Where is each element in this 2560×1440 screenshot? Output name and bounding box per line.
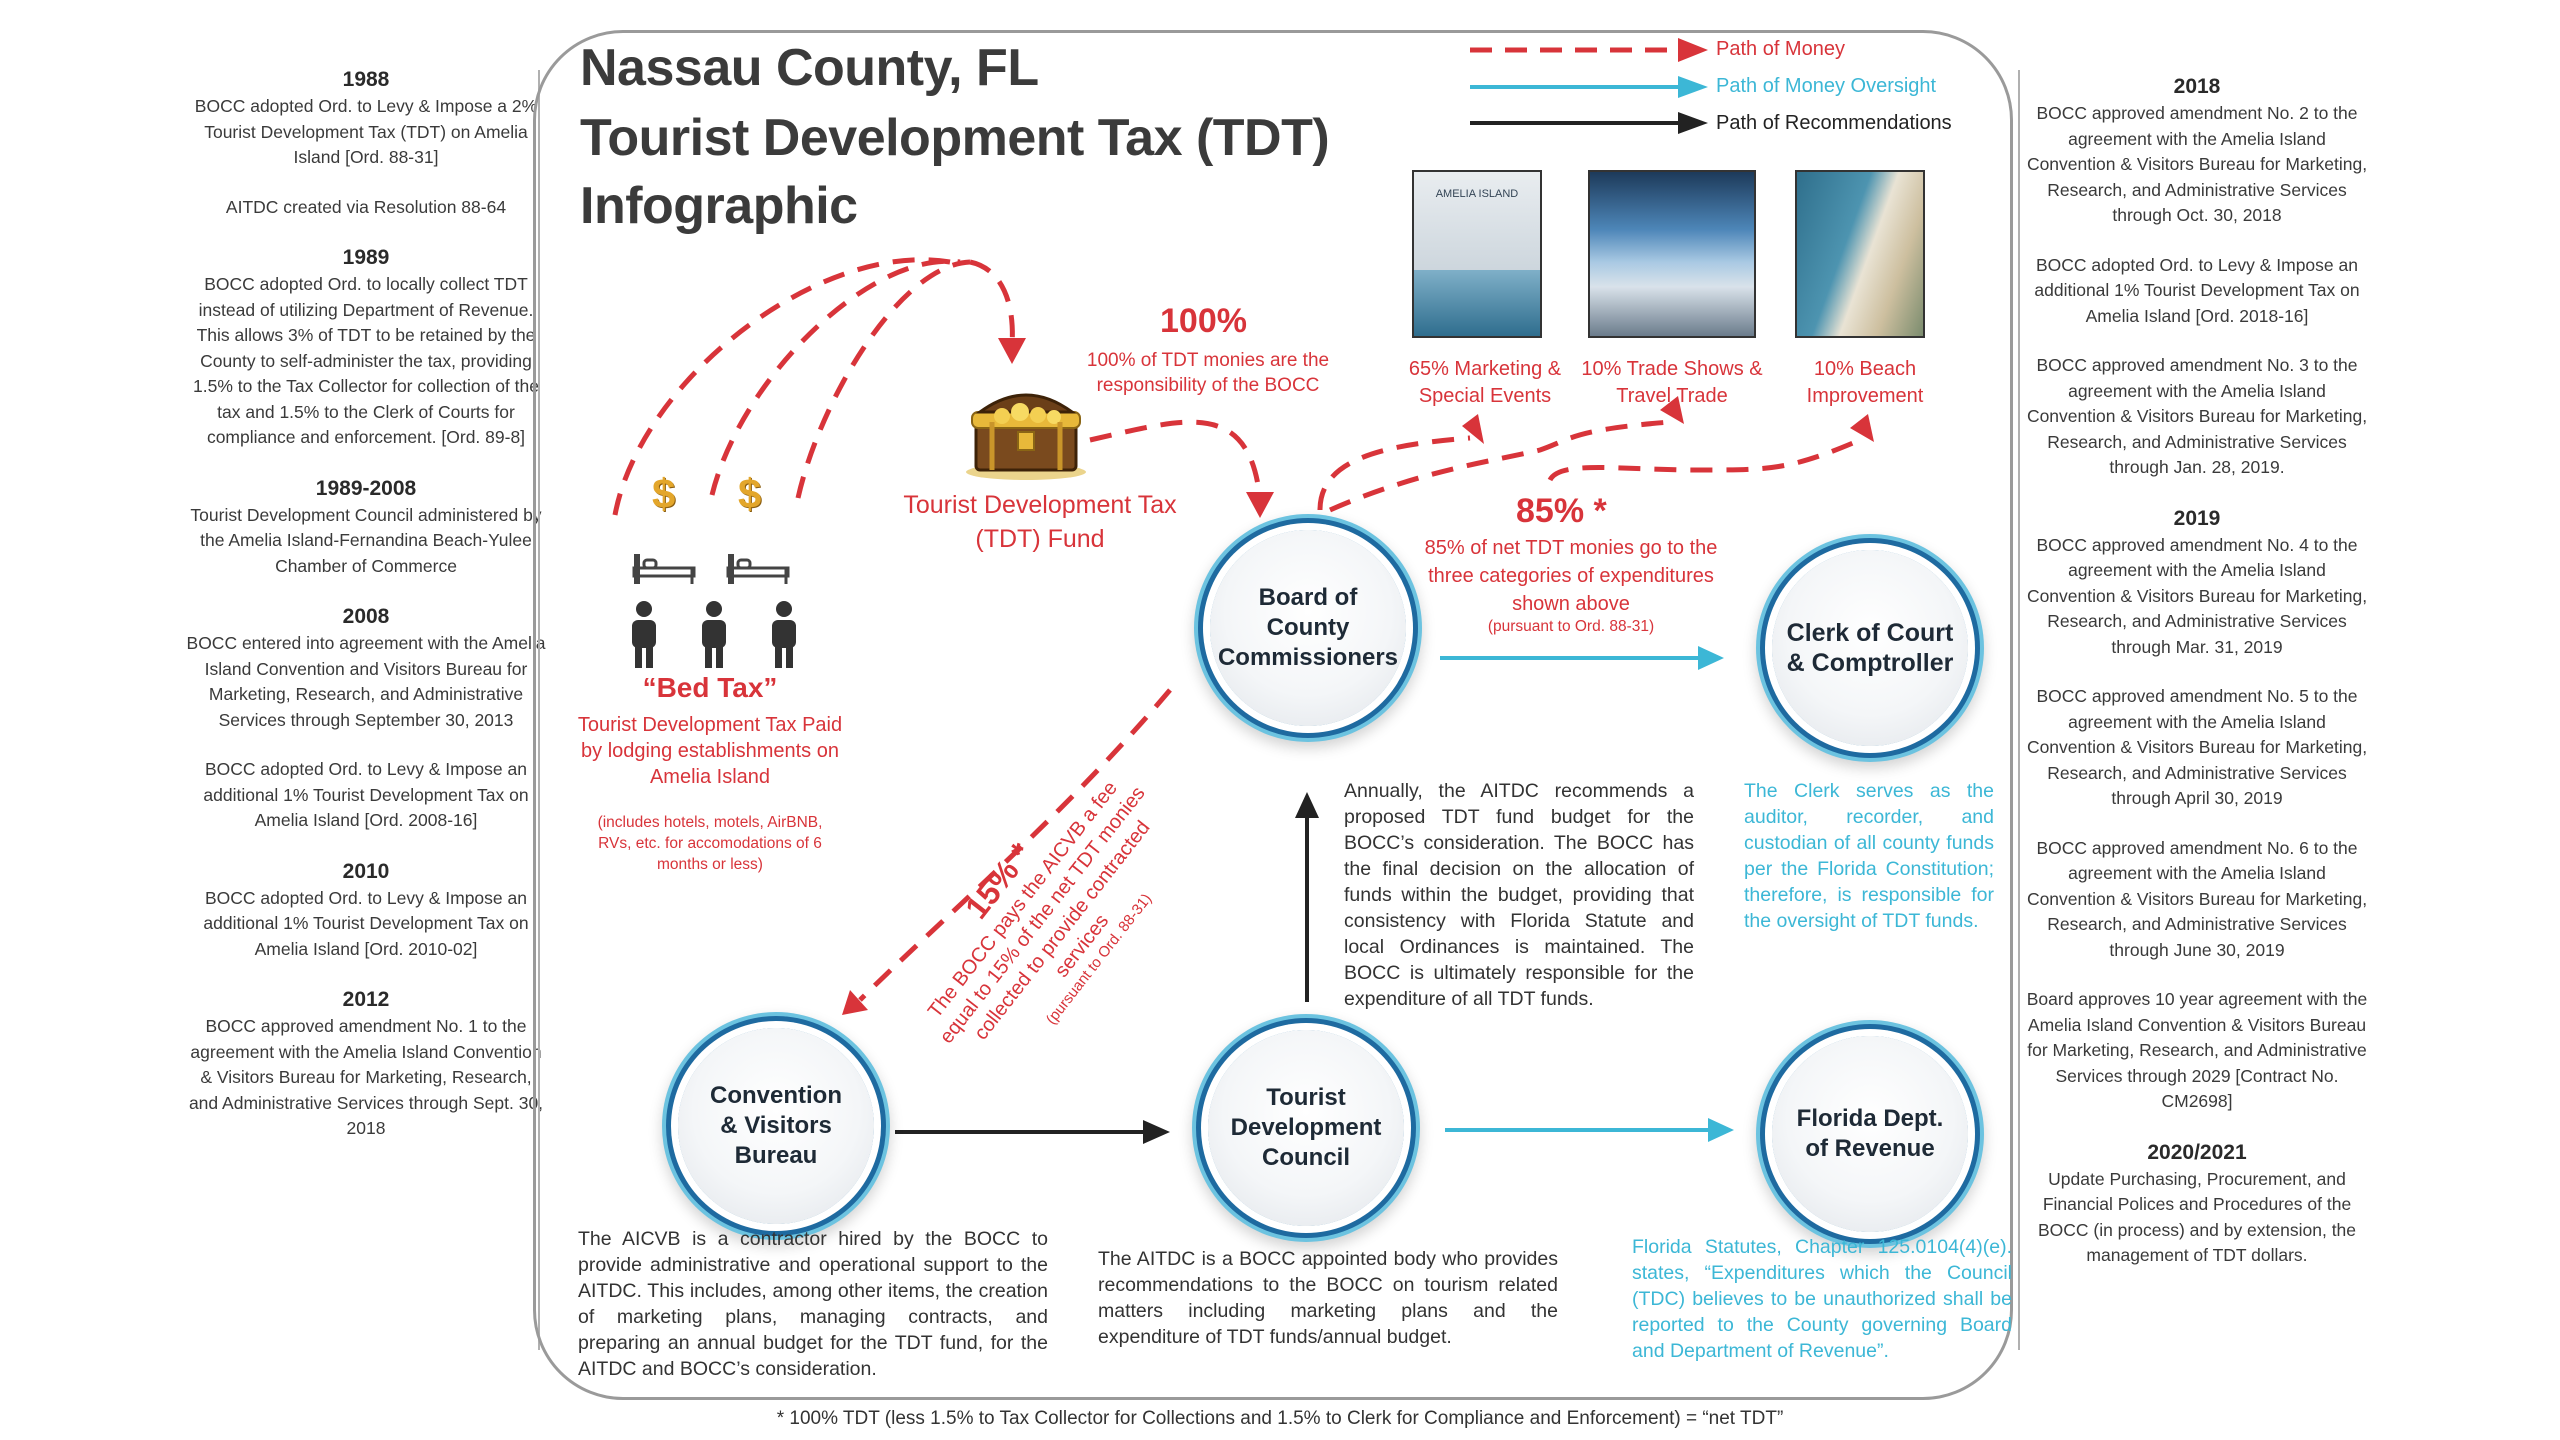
beach-photo	[1795, 170, 1925, 338]
right-timeline-entry: Update Purchasing, Procurement, and Fina…	[2037, 1168, 2357, 1266]
right-timeline-entry: BOCC adopted Ord. to Levy & Impose an ad…	[2034, 254, 2360, 326]
left-timeline-entry: BOCC adopted Ord. to Levy & Impose an ad…	[203, 887, 529, 959]
left-timeline-entry: BOCC adopted Ord. to Levy & Impose a 2% …	[194, 96, 538, 167]
left-divider	[538, 70, 540, 1350]
left-timeline-entry: BOCC entered into agreement with the Ame…	[186, 633, 546, 730]
treasure-chest-icon	[966, 393, 1086, 480]
left-timeline-entry: BOCC adopted Ord. to locally collect TDT…	[193, 274, 539, 447]
cvb-label: Convention & Visitors Bureau	[710, 1082, 842, 1169]
legend-arrows	[1470, 38, 1708, 134]
brochure-photo: AMELIA ISLAND	[1412, 170, 1542, 338]
right-year: 2020/2021	[2147, 1140, 2247, 1164]
title-line-1: Nassau County, FL	[580, 39, 1039, 97]
fund-label: Tourist Development Tax (TDT) Fund	[903, 491, 1177, 553]
person-icon	[632, 601, 656, 668]
right-year: 2019	[2173, 506, 2221, 530]
left-timeline-entry: BOCC approved amendment No. 1 to the agr…	[188, 1016, 544, 1138]
trade-show-photo	[1588, 170, 1756, 338]
tdc-label: Tourist Development Council	[1230, 1084, 1382, 1171]
fund-percent-description: 100% of TDT monies are the responsibilit…	[1086, 350, 1330, 396]
left-year: 2010	[342, 859, 390, 883]
left-timeline-entry: AITDC created via Resolution 88-64	[225, 196, 507, 217]
bed-tax-title: “Bed Tax”	[642, 672, 778, 703]
dollar-icon: $	[652, 470, 676, 517]
left-year: 1988	[342, 68, 390, 91]
left-year: 1989-2008	[315, 476, 417, 500]
right-timeline-entry: BOCC approved amendment No. 3 to the agr…	[2026, 355, 2368, 477]
fdor-node[interactable]: Florida Dept. of Revenue	[1772, 1036, 1968, 1232]
person-icon	[702, 601, 726, 668]
bed-icon	[726, 554, 790, 584]
person-icon	[772, 601, 796, 668]
aitdc-recommends-text: Annually, the AITDC recommends a propose…	[1344, 780, 1694, 1010]
bocc-node[interactable]: Board of County Commissioners	[1210, 530, 1406, 726]
expenditure-label-trade-shows: 10% Trade Shows & Travel Trade	[1581, 358, 1763, 407]
eighty-five-note: (pursuant to Ord. 88-31)	[1487, 618, 1655, 635]
fdor-label: Florida Dept. of Revenue	[1796, 1105, 1944, 1162]
bed-icon	[632, 554, 696, 584]
left-year: 1989	[342, 246, 390, 269]
tdc-node[interactable]: Tourist Development Council	[1208, 1030, 1404, 1226]
expenditure-label-marketing: 65% Marketing & Special Events	[1408, 358, 1562, 407]
clerk-description: The Clerk serves as the auditor, recorde…	[1744, 780, 1994, 932]
left-timeline-entry: BOCC adopted Ord. to Levy & Impose an ad…	[203, 759, 529, 830]
right-timeline-entry: BOCC approved amendment No. 6 to the agr…	[2026, 837, 2368, 960]
right-timeline-entry: BOCC approved amendment No. 4 to the agr…	[2026, 534, 2368, 657]
left-year: 2012	[342, 988, 390, 1011]
left-timeline-entry: Tourist Development Council administered…	[190, 504, 542, 576]
right-timeline-entry: BOCC approved amendment No. 2 to the agr…	[2026, 103, 2368, 225]
expenditure-label-beach: 10% Beach Improvement	[1806, 358, 1924, 407]
bed-tax-note: (includes hotels, motels, AirBNB, RVs, e…	[597, 814, 823, 873]
statute-text: Florida Statutes, Chapter 125.0104(4)(e)…	[1632, 1236, 2012, 1362]
bed-tax-description: Tourist Development Tax Paid by lodging …	[577, 714, 843, 788]
right-timeline-entry: Board approves 10 year agreement with th…	[2026, 989, 2368, 1111]
cvb-node[interactable]: Convention & Visitors Bureau	[678, 1028, 874, 1224]
fund-percent: 100%	[1160, 302, 1247, 340]
legend-recommendations-label: Path of Recommendations	[1716, 112, 1952, 134]
infographic-frame	[533, 30, 2013, 1400]
right-divider	[2018, 70, 2020, 1350]
clerk-label: Clerk of Court & Comptroller	[1786, 619, 1954, 677]
left-year: 2008	[342, 605, 390, 628]
legend-money-label: Path of Money	[1716, 38, 1845, 60]
eighty-five-percent: 85% *	[1516, 492, 1607, 530]
title-line-3: Infographic	[580, 177, 858, 235]
footnote: * 100% TDT (less 1.5% to Tax Collector f…	[776, 1408, 1784, 1429]
title-line-2: Tourist Development Tax (TDT)	[580, 109, 1330, 167]
legend-oversight-label: Path of Money Oversight	[1716, 75, 1937, 97]
aitdc-description: The AITDC is a BOCC appointed body who p…	[1098, 1248, 1558, 1348]
right-year: 2018	[2173, 75, 2221, 98]
dollar-icon: $	[738, 470, 762, 517]
bocc-label: Board of County Commissioners	[1217, 584, 1399, 671]
right-timeline-entry: BOCC approved amendment No. 5 to the agr…	[2026, 686, 2368, 808]
aicvb-description: The AICVB is a contractor hired by the B…	[578, 1228, 1048, 1380]
clerk-node[interactable]: Clerk of Court & Comptroller	[1772, 550, 1968, 746]
eighty-five-description: 85% of net TDT monies go to the three ca…	[1424, 537, 1718, 615]
